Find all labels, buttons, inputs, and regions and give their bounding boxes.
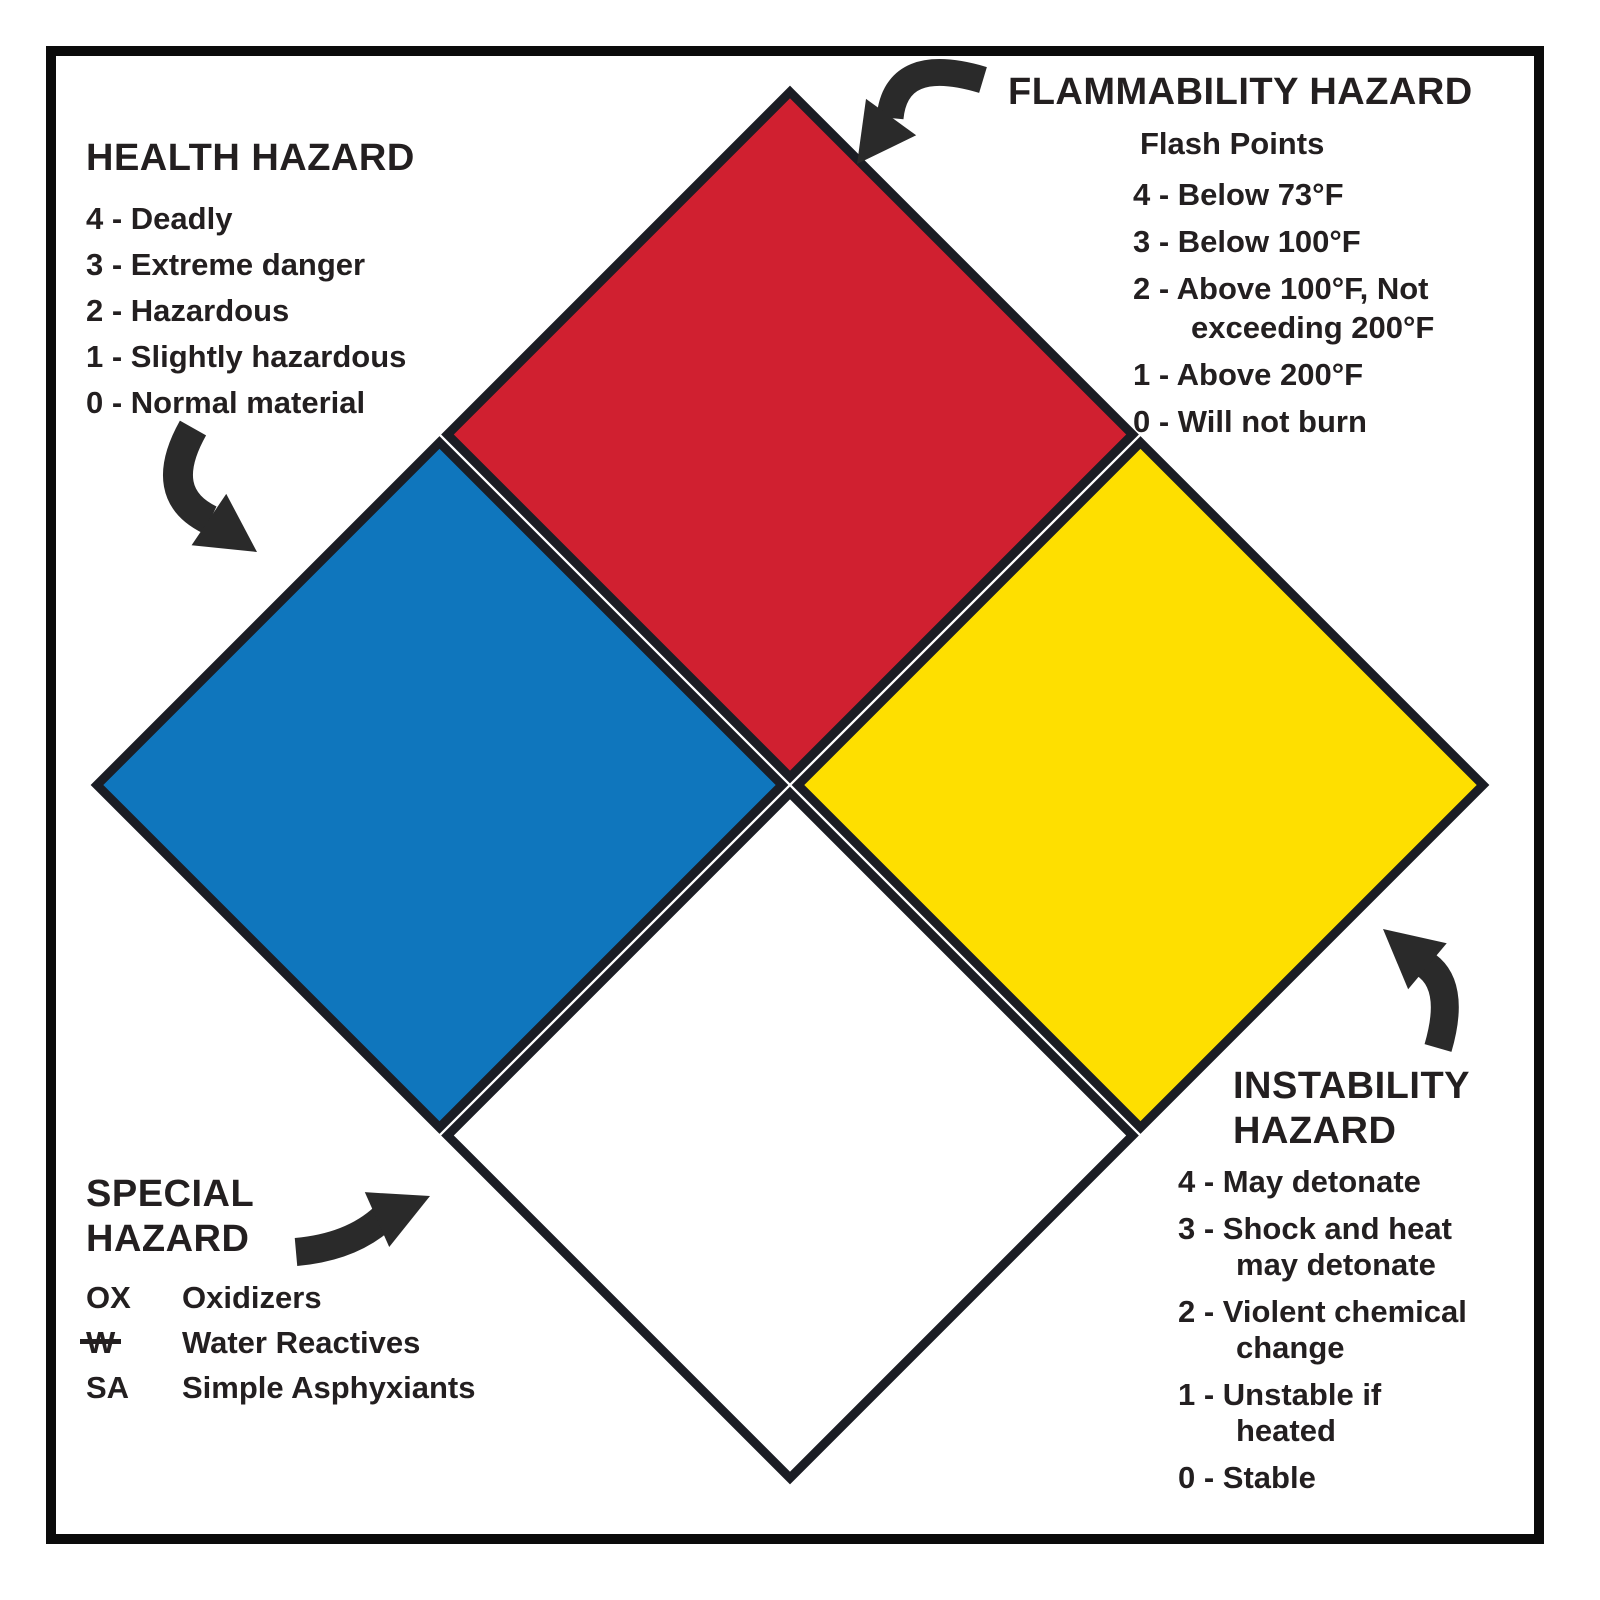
legend-item: 3 - Extreme danger [86,247,366,282]
special-hazard-title: SPECIAL HAZARD [86,1173,255,1260]
instability-quadrant [791,436,1490,1134]
health-hazard-section: HEALTH HAZARD 4 - Deadly 3 - Extreme dang… [86,136,566,426]
legend-item: 3 - Shock and heat may detonate [1178,1211,1452,1282]
special-hazard-quadrant [441,786,1139,1485]
health-hazard-list: 4 - Deadly 3 - Extreme danger 2 - Hazardou… [86,196,566,426]
special-desc: Simple Asphyxiants [182,1370,476,1405]
special-desc: Oxidizers [182,1280,322,1315]
legend-item: 4 - May detonate [1178,1164,1421,1199]
legend-item: 4 - Below 73°F [1133,177,1344,212]
health-hazard-title: HEALTH HAZARD [86,137,415,179]
special-code: OX [86,1280,131,1315]
legend-item: 2 - Violent chemical change [1178,1294,1467,1365]
legend-item: 1 - Unstable if heated [1178,1377,1382,1448]
legend-item: 0 - Will not burn [1133,404,1367,439]
special-arrow-icon [294,1192,430,1266]
flammability-hazard-list: 4 - Below 73°F 3 - Below 100°F 2 - Above 1… [1133,175,1508,441]
legend-item: 0 - Normal material [86,385,366,420]
special-code-row: OX Oxidizers [86,1275,606,1320]
legend-item: 1 - Above 200°F [1133,357,1364,392]
flammability-arrow-icon [857,59,987,164]
health-quadrant [90,436,789,1134]
special-desc: Water Reactives [182,1325,421,1360]
instability-arrow-icon [1383,929,1459,1052]
legend-item: 4 - Deadly [86,201,233,236]
flammability-quadrant [441,85,1139,784]
flammability-hazard-section: FLAMMABILITY HAZARD Flash Points 4 - Bel… [1008,70,1508,449]
instability-hazard-title: INSTABILITY HAZARD [1233,1065,1471,1152]
legend-item: 2 - Hazardous [86,293,290,328]
legend-item: 3 - Below 100°F [1133,224,1361,259]
flash-points-subtitle: Flash Points [1140,126,1325,161]
special-code: SA [86,1370,130,1405]
flammability-hazard-title: FLAMMABILITY HAZARD [1008,71,1473,113]
legend-item: 2 - Above 100°F, Not exceeding 200°F [1133,271,1435,345]
legend-item: 1 - Slightly hazardous [86,339,407,374]
health-arrow-icon [162,420,257,552]
special-code-row: SA Simple Asphyxiants [86,1365,606,1410]
instability-hazard-list: 4 - May detonate 3 - Shock and heat may d… [1178,1164,1558,1496]
instability-hazard-section: INSTABILITY HAZARD 4 - May detonate 3 - S… [1178,1064,1558,1507]
special-code: W [79,1320,182,1365]
legend-item: 0 - Stable [1178,1460,1316,1495]
border-frame [46,46,1544,1544]
